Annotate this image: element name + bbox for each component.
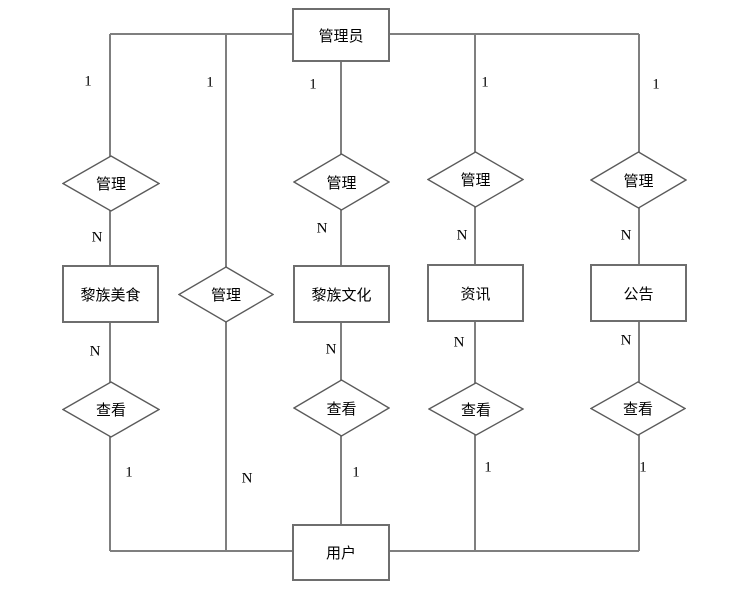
diamond-shape [62,155,160,212]
cardinality-culture-admin: 1 [309,76,317,93]
entity-food-label: 黎族美食 [80,285,141,304]
cardinality-food-admin: 1 [84,73,92,90]
relation-manage-news: 管理 [427,151,524,208]
entity-food: 黎族美食 [62,265,159,323]
diamond-shape [62,381,160,438]
relation-manage-culture-label: 管理 [326,173,357,192]
cardinality-notice-view: N [620,332,632,349]
cardinality-news-view: N [453,334,465,351]
relation-manage-direct: 管理 [178,266,274,323]
entity-notice-label: 公告 [623,284,654,303]
entity-culture-label: 黎族文化 [311,285,372,304]
diamond-shape [293,153,390,211]
relation-view-news: 查看 [428,382,524,436]
relation-manage-direct-label: 管理 [210,286,241,304]
diamond-shape [427,151,524,208]
entity-admin: 管理员 [292,8,390,62]
cardinality-culture-view: N [325,341,337,358]
cardinality-food-user: 1 [125,464,133,481]
diamond-shape [590,151,687,209]
relation-manage-notice-label: 管理 [623,171,654,190]
entity-news: 资讯 [427,264,524,322]
cardinality-culture-manage: N [316,220,328,237]
relation-view-notice-label: 查看 [622,400,653,418]
relation-manage-news-label: 管理 [460,171,491,189]
cardinality-culture-user: 1 [352,464,360,481]
entity-culture: 黎族文化 [293,265,390,323]
cardinality-notice-user: 1 [639,459,647,476]
relation-view-food: 查看 [62,381,160,438]
cardinality-food-manage: N [91,229,103,246]
relation-manage-culture: 管理 [293,153,390,211]
cardinality-news-manage: N [456,227,468,244]
entity-user: 用户 [292,524,390,581]
relation-manage-food-label: 管理 [95,175,126,193]
entity-notice: 公告 [590,264,687,322]
diamond-shape [428,382,524,436]
relation-view-food-label: 查看 [95,401,126,419]
cardinality-food-view: N [89,343,101,360]
relation-view-news-label: 查看 [460,400,491,419]
cardinality-direct-admin: 1 [206,74,214,91]
entity-user-label: 用户 [325,544,356,562]
cardinality-news-user: 1 [484,459,492,476]
entity-news-label: 资讯 [460,284,491,303]
diamond-shape [293,379,390,437]
relation-manage-notice: 管理 [590,151,687,209]
entity-admin-label: 管理员 [318,26,364,45]
cardinality-news-admin: 1 [481,74,489,91]
diamond-shape [590,381,686,436]
relation-view-notice: 查看 [590,381,686,436]
relation-manage-food: 管理 [62,155,160,212]
cardinality-notice-manage: N [620,227,632,244]
relation-view-culture-label: 查看 [326,399,357,418]
diamond-shape [178,266,274,323]
cardinality-notice-admin: 1 [652,76,660,93]
cardinality-direct-user: N [241,470,253,487]
relation-view-culture: 查看 [293,379,390,437]
